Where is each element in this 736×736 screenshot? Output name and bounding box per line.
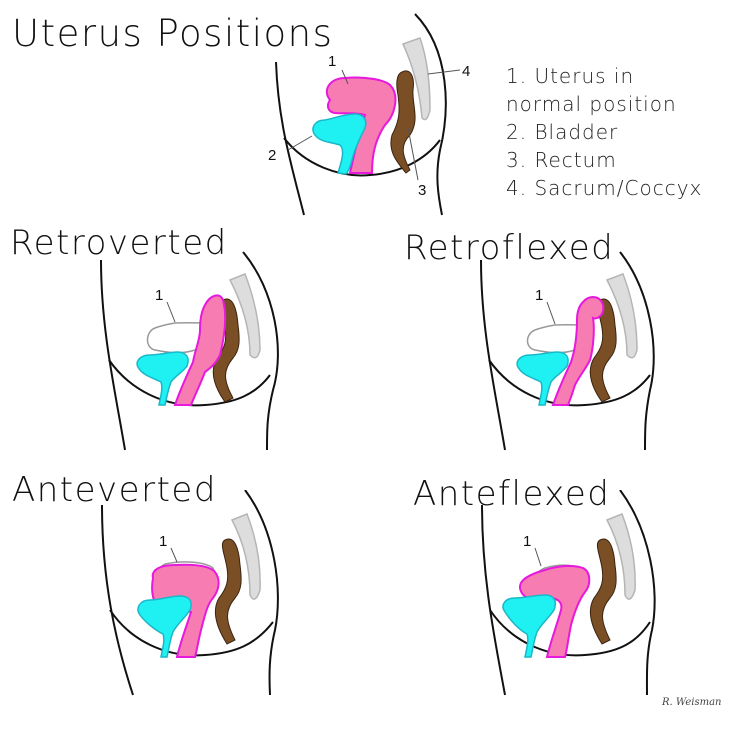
uterus-shape	[173, 294, 227, 406]
panel-title-retroflexed: Retroflexed	[404, 228, 615, 268]
body-outline-back	[619, 490, 656, 696]
pointer-line-1	[546, 301, 556, 325]
body-outline-front	[100, 259, 126, 451]
diagram-retroverted: 1	[100, 251, 279, 451]
uterus-shape	[325, 76, 397, 174]
diagram-retroflexed: 1	[480, 251, 655, 451]
sacrum-shape	[230, 513, 261, 600]
bladder-shape	[136, 351, 189, 406]
body-outline-back	[244, 490, 279, 696]
rectum-shape	[390, 70, 416, 174]
body-outline-back	[242, 251, 279, 451]
legend-item-uterus-cont: normal position	[506, 92, 677, 116]
uterus-shape	[518, 564, 591, 658]
pelvic-floor-curve	[109, 609, 274, 657]
pointer-line-1	[534, 547, 542, 567]
sacrum-shape	[605, 513, 636, 600]
body-outline-front	[101, 504, 134, 696]
label-1: 1	[535, 287, 543, 304]
legend-item-rectum: 3. Rectum	[506, 148, 617, 172]
rectum-shape	[589, 298, 617, 403]
pointer-line-1	[166, 301, 176, 323]
sacrum-shape	[401, 37, 431, 121]
label-4: 4	[462, 63, 470, 80]
sacrum-shape	[228, 273, 261, 359]
label-3: 3	[418, 182, 426, 199]
label-2: 2	[268, 147, 276, 164]
label-1: 1	[328, 53, 336, 70]
pelvic-floor-curve	[108, 359, 271, 407]
legend-item-sacrum: 4. Sacrum/Coccyx	[506, 176, 703, 200]
panel-title-anteverted: Anteverted	[12, 470, 217, 510]
body-outline-back	[414, 13, 447, 216]
bladder-shape	[516, 351, 569, 406]
signature: R. Weisman	[662, 697, 722, 708]
sacrum-shape	[605, 273, 638, 359]
diagram-anteflexed: 1	[481, 490, 656, 696]
rectum-shape	[214, 538, 242, 645]
label-1: 1	[155, 287, 163, 304]
pelvic-floor-curve	[283, 137, 441, 177]
pointer-line-3	[407, 127, 419, 181]
legend-item-bladder: 2. Bladder	[506, 120, 619, 144]
pointer-line-4	[427, 69, 461, 75]
body-outline-front	[481, 504, 506, 696]
uterus-shape	[551, 296, 605, 406]
uterus-ghost	[146, 320, 205, 354]
panel-title-anteflexed: Anteflexed	[413, 474, 611, 514]
body-outline-front	[480, 259, 506, 451]
body-outline-back	[619, 251, 655, 451]
rectum-shape	[589, 538, 617, 645]
legend-item-uterus: 1. Uterus in	[506, 64, 635, 88]
pelvic-floor-curve	[488, 359, 651, 407]
body-outline-front	[275, 61, 305, 216]
bladder-shape	[312, 113, 367, 175]
diagram-normal: 1 2 3 4	[268, 13, 470, 216]
label-1: 1	[159, 533, 167, 550]
pointer-line-1	[341, 69, 349, 85]
legend: 1. Uterus in normal position 2. Bladder …	[506, 62, 702, 202]
pointer-line-2	[287, 135, 313, 151]
diagram-anteverted: 1	[101, 490, 279, 696]
panel-title-retroverted: Retroverted	[10, 223, 228, 263]
main-title: Uterus Positions	[12, 12, 334, 55]
pelvic-floor-curve	[489, 609, 651, 657]
bladder-shape	[137, 595, 192, 658]
pointer-line-1	[170, 547, 178, 563]
bladder-shape	[502, 594, 557, 658]
label-1: 1	[523, 533, 531, 550]
